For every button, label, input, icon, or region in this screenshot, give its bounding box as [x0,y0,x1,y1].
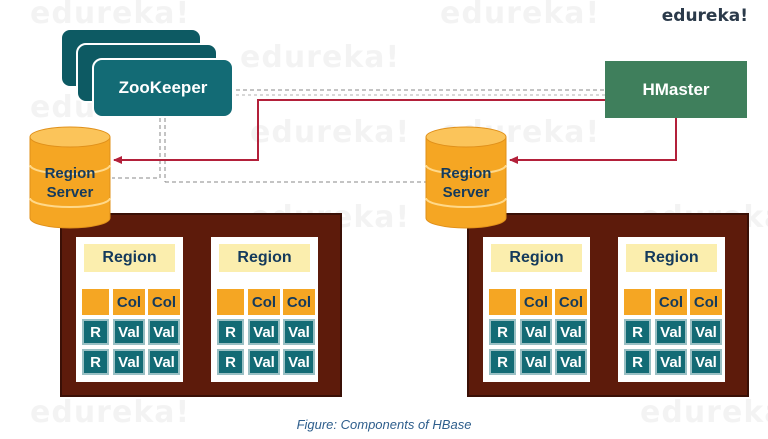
region-server-label-line1: Region [44,165,96,182]
column-header-cell: Col [690,289,722,315]
value-cell: Val [555,319,587,345]
figure-caption: Figure: Components of HBase [296,417,472,432]
row-key-cell: R [489,349,516,375]
region-server-cylinder-left [29,126,111,229]
value-cell: Val [283,319,315,345]
hmaster-label: HMaster [642,79,710,99]
column-header-cell: Col [520,289,552,315]
row-key-cell: R [82,319,109,345]
column-header-cell: Col [148,289,180,315]
region-label: Region [219,244,310,272]
row-key-cell: R [624,349,651,375]
header-corner-cell [217,289,244,315]
zookeeper-node: ZooKeeper [92,58,234,118]
value-cell: Val [148,349,180,375]
value-cell: Val [113,349,145,375]
zookeeper-label: ZooKeeper [118,78,208,97]
brand-logo: edureka! [661,6,748,26]
value-cell: Val [655,319,687,345]
value-cell: Val [248,349,280,375]
region-label: Region [626,244,717,272]
region-label: Region [84,244,175,272]
hmaster-node: HMaster [605,61,747,118]
column-header-cell: Col [283,289,315,315]
region-label: Region [491,244,582,272]
column-header-cell: Col [555,289,587,315]
value-cell: Val [655,349,687,375]
row-key-cell: R [217,319,244,345]
row-key-cell: R [489,319,516,345]
value-cell: Val [690,349,722,375]
zk-server1-dash [112,118,161,179]
value-cell: Val [248,319,280,345]
header-corner-cell [624,289,651,315]
header-corner-cell [82,289,109,315]
region-server-label-left: Region Server [30,164,110,202]
column-header-cell: Col [113,289,145,315]
value-cell: Val [555,349,587,375]
region-server-label-right: Region Server [426,164,506,202]
region-server-cylinder-right [425,126,507,229]
region-server-label-line2: Server [46,184,94,201]
column-header-cell: Col [248,289,280,315]
region-server-label-line2: Server [442,184,490,201]
header-corner-cell [489,289,516,315]
row-key-cell: R [624,319,651,345]
row-key-cell: R [217,349,244,375]
hmaster-to-server2-arrow [509,118,677,164]
value-cell: Val [283,349,315,375]
value-cell: Val [520,349,552,375]
value-cell: Val [690,319,722,345]
column-header-cell: Col [655,289,687,315]
value-cell: Val [520,319,552,345]
row-key-cell: R [82,349,109,375]
value-cell: Val [113,319,145,345]
value-cell: Val [148,319,180,345]
region-server-label-line1: Region [440,165,492,182]
